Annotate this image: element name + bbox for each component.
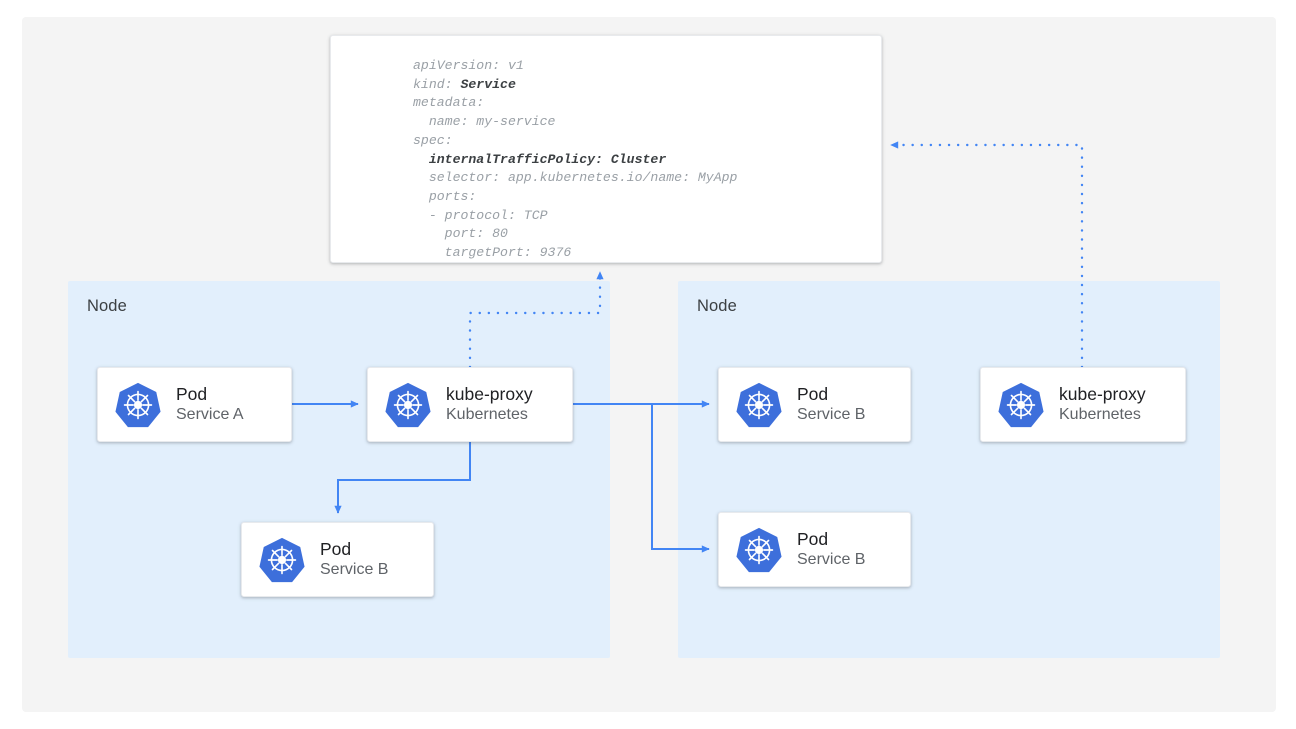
yaml-line-6: selector: app.kubernetes.io/name: MyApp [413,170,737,185]
yaml-line-5: internalTrafficPolicy: Cluster [413,152,666,167]
yaml-line-8: - protocol: TCP [413,208,548,223]
card-pod-service-b-right-bottom[interactable]: Pod Service B [718,512,911,587]
yaml-line-10: targetPort: 9376 [413,245,571,260]
card-subtitle: Service B [797,406,865,425]
kubernetes-logo-icon [258,536,306,584]
yaml-line-1: kind: Service [413,77,516,92]
card-pod-service-b-right-top[interactable]: Pod Service B [718,367,911,442]
kubernetes-logo-icon [735,381,783,429]
card-subtitle: Service A [176,406,244,425]
card-subtitle: Service B [320,561,388,580]
yaml-line-3: name: my-service [413,114,555,129]
kubernetes-logo-icon [114,381,162,429]
card-title: Pod [320,539,388,560]
card-title: Pod [797,529,865,550]
kubernetes-logo-icon [735,526,783,574]
card-title: Pod [176,384,244,405]
card-subtitle: Kubernetes [446,406,533,425]
card-subtitle: Kubernetes [1059,406,1146,425]
service-manifest-card: apiVersion: v1 kind: Service metadata: n… [330,35,882,263]
yaml-line-2: metadata: [413,95,484,110]
node-label-left: Node [87,297,127,316]
yaml-line-4: spec: [413,133,453,148]
card-kube-proxy-right[interactable]: kube-proxy Kubernetes [980,367,1186,442]
service-manifest-code: apiVersion: v1 kind: Service metadata: n… [331,36,881,263]
node-label-right: Node [697,297,737,316]
card-pod-service-a[interactable]: Pod Service A [97,367,292,442]
node-group-left [68,281,610,658]
node-group-right [678,281,1220,658]
card-pod-service-b-left[interactable]: Pod Service B [241,522,434,597]
kubernetes-logo-icon [997,381,1045,429]
yaml-line-7: ports: [413,189,476,204]
card-title: kube-proxy [1059,384,1146,405]
yaml-line-9: port: 80 [413,226,508,241]
card-title: kube-proxy [446,384,533,405]
card-kube-proxy-left[interactable]: kube-proxy Kubernetes [367,367,573,442]
card-subtitle: Service B [797,551,865,570]
kubernetes-logo-icon [384,381,432,429]
yaml-line-0: apiVersion: v1 [413,58,524,73]
card-title: Pod [797,384,865,405]
yaml-kind-value: Service [460,77,515,92]
